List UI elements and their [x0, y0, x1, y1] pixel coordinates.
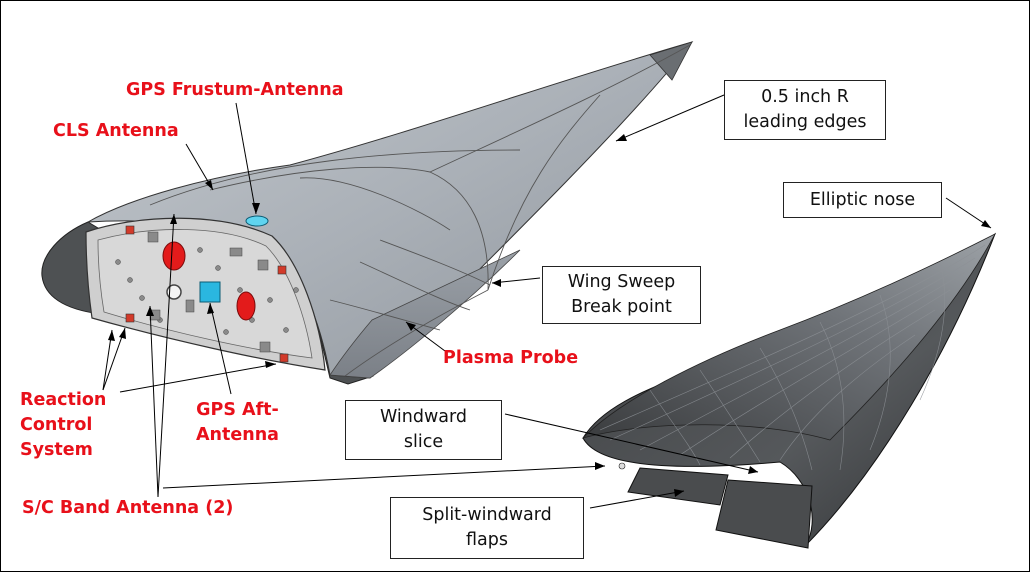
gps-aft-line-1: GPS Aft- — [196, 400, 279, 420]
gps-frustum-antenna-label: GPS Frustum-Antenna — [126, 80, 344, 100]
sc-band-antenna-label: S/C Band Antenna (2) — [22, 498, 234, 518]
bulkhead-fasteners — [115, 231, 299, 353]
lower-vehicle — [581, 232, 997, 549]
wing-sweep-line-2: Break point — [571, 297, 672, 317]
lower-side-surface — [329, 249, 521, 379]
rcs-thrusters — [125, 225, 289, 363]
windward-slice-line-1: Windward — [379, 407, 467, 427]
windward-slice-line-2: slice — [403, 432, 444, 452]
cls-antenna-label: CLS Antenna — [53, 121, 179, 141]
upper-panel-seams — [149, 44, 691, 377]
upper-nose-tip — [649, 41, 693, 81]
flap-left — [627, 467, 729, 506]
leading-edges-line-2: leading edges — [743, 112, 867, 132]
split-windward-flaps-callout: Split-windward flaps — [390, 497, 584, 559]
split-flaps-line-2: flaps — [466, 530, 508, 550]
flap-right — [715, 479, 813, 549]
rcs-line-3: System — [20, 440, 93, 460]
white-antenna — [166, 284, 182, 300]
plasma-probe-label: Plasma Probe — [443, 348, 579, 368]
gps-aft-line-2: Antenna — [196, 425, 279, 445]
windward-port — [618, 462, 626, 470]
arrow-heads — [108, 134, 991, 497]
elliptic-nose-callout: Elliptic nose — [783, 182, 942, 218]
red-tank-upper — [162, 241, 186, 271]
rcs-line-1: Reaction — [20, 390, 107, 410]
split-flaps-line-1: Split-windward — [422, 505, 552, 525]
windward-mesh — [599, 244, 986, 471]
elliptic-nose-text: Elliptic nose — [809, 189, 916, 210]
wing-sweep-callout: Wing Sweep Break point — [542, 266, 701, 324]
rcs-line-2: Control — [20, 415, 93, 435]
leeward-surface — [581, 233, 996, 441]
windward-slice-callout: Windward slice — [345, 400, 502, 460]
gps-aft-antenna-label: GPS Aft- Antenna — [196, 398, 279, 448]
red-tank-lower — [236, 291, 256, 321]
leading-edges-callout: 0.5 inch R leading edges — [724, 80, 886, 140]
gps-aft-antenna-part — [199, 281, 221, 303]
gps-frustum-antenna-part — [245, 215, 269, 227]
reaction-control-system-label: Reaction Control System — [20, 388, 106, 463]
upper-vehicle — [41, 41, 694, 385]
wing-sweep-line-1: Wing Sweep — [567, 272, 676, 292]
leading-edges-line-1: 0.5 inch R — [761, 87, 849, 107]
